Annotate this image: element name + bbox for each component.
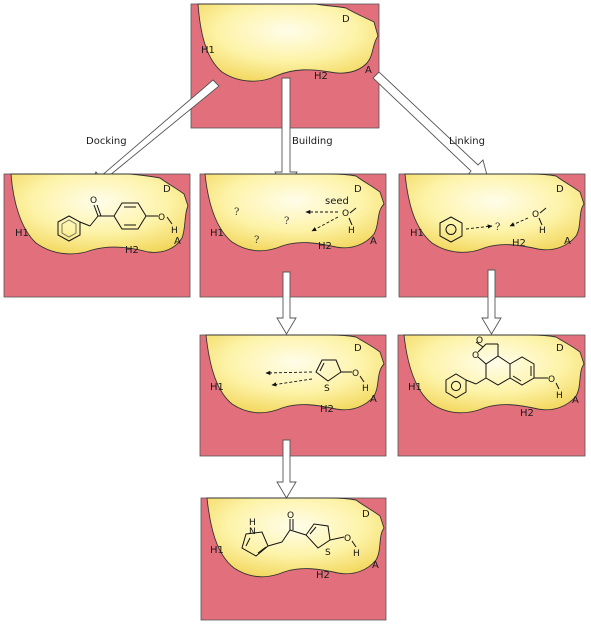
atom-oxygen: O [548, 375, 555, 385]
atom-oxygen: O [287, 511, 294, 521]
pocket-building-final: H1 H2 D A H N O S O H [200, 497, 387, 621]
label-h2: H2 [512, 238, 526, 249]
step-building-label: Building [292, 136, 333, 147]
atom-hydrogen: H [539, 226, 546, 236]
arrow-linking-next [481, 269, 502, 335]
seed-fragment: O H [342, 207, 357, 236]
unknown-site-marker: ? [254, 235, 259, 246]
label-d: D [354, 184, 362, 195]
atom-oxygen: O [476, 336, 483, 346]
thiophene-fragment: S O H [315, 359, 369, 394]
step-docking-label: Docking [86, 136, 127, 147]
atom-oxygen: O [352, 369, 359, 379]
label-d: D [342, 14, 350, 25]
linked-ligand: O O O H [445, 336, 563, 401]
pocket-docking: H1 H2 D A O O H [3, 173, 191, 298]
label-d: D [556, 343, 564, 354]
atom-hydrogen: H [362, 384, 369, 394]
label-h1: H1 [210, 545, 224, 556]
atom-oxygen: O [532, 210, 539, 220]
atom-sulfur: S [324, 384, 330, 394]
atom-hydrogen: H [353, 549, 360, 559]
unknown-site-marker: ? [495, 222, 500, 233]
atom-hydrogen: H [171, 226, 178, 236]
label-h2: H2 [316, 570, 330, 581]
label-d: D [556, 184, 564, 195]
unknown-site-marker: ? [234, 207, 239, 218]
atom-hydrogen: H [556, 391, 563, 401]
label-h1: H1 [410, 228, 424, 239]
label-d: D [362, 509, 370, 520]
pocket-building-step2: H1 H2 D A S O H [199, 334, 387, 457]
arrow-building-final [276, 439, 297, 499]
docked-ligand: O O H [57, 196, 178, 242]
label-a: A [572, 395, 579, 406]
atom-oxygen: O [90, 196, 97, 206]
atom-oxygen: O [344, 534, 351, 544]
label-a: A [370, 394, 377, 405]
unknown-site-marker: ? [284, 216, 289, 227]
atom-oxygen: O [158, 213, 165, 223]
final-ligand: H N O S O H [241, 511, 360, 559]
label-d: D [163, 184, 171, 195]
label-a: A [365, 65, 372, 76]
arrow-building-next [276, 271, 297, 335]
pocket-building: H1 H2 D A ? ? ? seed O H [199, 173, 387, 298]
label-h2: H2 [320, 404, 334, 415]
label-h1: H1 [201, 45, 215, 56]
atom-oxygen: O [342, 209, 349, 219]
atom-hydrogen: H [249, 518, 256, 528]
arrow-linking [372, 71, 490, 184]
seed-label: seed [325, 196, 349, 207]
atom-hydrogen: H [348, 226, 355, 236]
label-a: A [174, 236, 181, 247]
step-linking-label: Linking [449, 136, 485, 147]
pocket-linking-step2: H1 H2 D A O O O H [397, 334, 586, 457]
atom-nitrogen: N [249, 527, 256, 537]
label-h1: H1 [210, 382, 224, 393]
label-a: A [564, 236, 571, 247]
label-h2: H2 [520, 408, 534, 419]
label-d: D [354, 343, 362, 354]
label-h1: H1 [15, 228, 29, 239]
label-h2: H2 [125, 245, 139, 256]
label-h2: H2 [318, 241, 332, 252]
label-h1: H1 [210, 228, 224, 239]
label-a: A [370, 236, 377, 247]
label-h2: H2 [314, 71, 328, 82]
fragment-hydroxyl: O H [532, 207, 547, 236]
atom-oxygen: O [472, 351, 479, 361]
label-a: A [372, 560, 379, 571]
label-h1: H1 [408, 382, 422, 393]
fragment-benzene [439, 216, 463, 243]
atom-sulfur: S [325, 548, 331, 558]
